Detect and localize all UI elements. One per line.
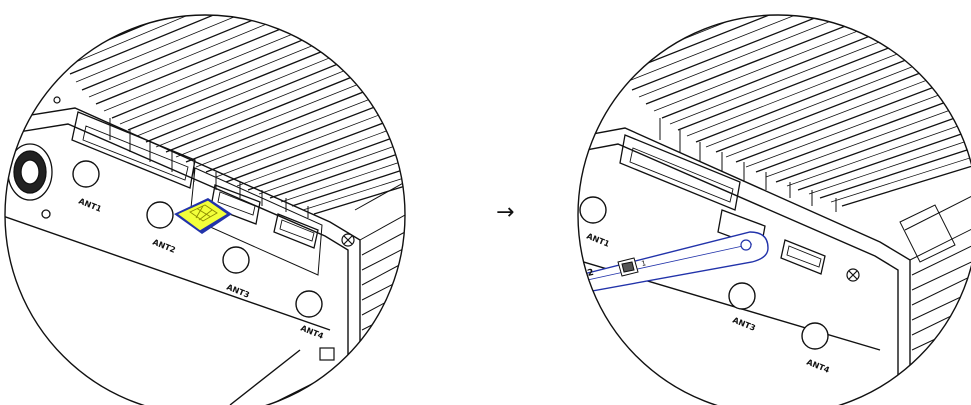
front-panel: [5, 107, 405, 405]
ant4-label-right: ANT4: [805, 358, 831, 375]
sim-insertion-tool: 2 1: [578, 231, 769, 296]
antenna-holes: [72, 160, 323, 318]
ant2-label: ANT2: [151, 238, 177, 255]
right-arrow-icon: →: [496, 200, 514, 225]
step-2-view: 2 1 ANT1 ANT3 ANT4: [577, 14, 971, 405]
ant1-label: ANT1: [77, 197, 103, 214]
card-slots: [71, 111, 323, 276]
ant3-hole: [222, 246, 250, 274]
ant1-label-right: ANT1: [585, 232, 611, 249]
heatsink-fins-right: [609, 15, 971, 212]
heatsink-fins: [59, 15, 405, 218]
screws: [53, 96, 355, 247]
sim-card-icon: [174, 198, 232, 234]
sim-icon-on-tool: [617, 257, 639, 277]
step-1-view: ANT1 ANT2 ANT3 ANT4: [4, 14, 406, 405]
ant3-label-right: ANT3: [731, 316, 757, 333]
antenna-holes-right: [579, 196, 829, 350]
tool-mark-2: 2: [587, 268, 595, 279]
card-slots-right: [619, 134, 826, 275]
ant1-hole: [72, 160, 100, 188]
tool-mark-1: 1: [641, 259, 647, 268]
ant2-hole: [146, 201, 174, 229]
ant4-hole: [295, 290, 323, 318]
ant4-label: ANT4: [299, 324, 325, 341]
